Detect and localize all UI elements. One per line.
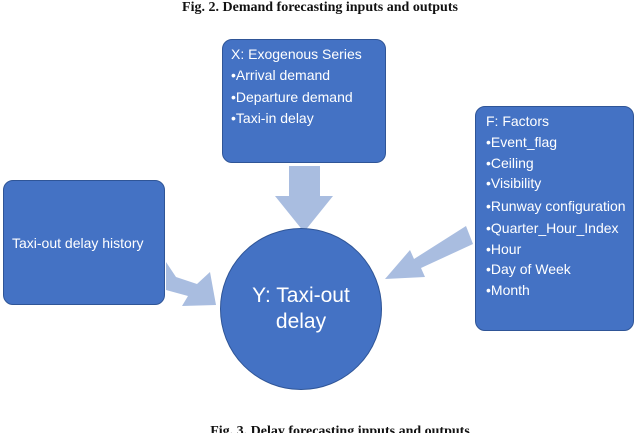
history-label: Taxi-out delay history	[12, 234, 144, 251]
factors-item: •Hour	[486, 239, 629, 260]
bullet-glyph: •	[486, 175, 491, 191]
bullet-glyph: •	[486, 281, 491, 298]
exogenous-series-box: X: Exogenous Series •Arrival demand •Dep…	[222, 39, 386, 163]
factors-item-label: Event_flag	[490, 134, 558, 150]
figure-title-bottom: Fig. 3. Delay forecasting inputs and out…	[210, 424, 470, 433]
exogenous-item: •Departure demand	[231, 87, 379, 109]
bullet-glyph: •	[231, 110, 236, 126]
factors-item-label: Hour	[490, 240, 522, 257]
factors-item: •Quarter_Hour_Index	[486, 218, 629, 239]
factors-item: •Ceiling	[486, 153, 629, 174]
bullet-glyph: •	[486, 154, 491, 171]
bullet-glyph: •	[486, 240, 491, 257]
exogenous-item-label: Taxi-in delay	[235, 110, 314, 126]
exogenous-item-label: Arrival demand	[235, 67, 331, 83]
factors-item: •Day of Week	[486, 259, 629, 280]
target-circle: Y: Taxi-out delay	[220, 228, 382, 390]
exogenous-heading: X: Exogenous Series	[231, 46, 362, 62]
factors-item-label: Ceiling	[490, 154, 534, 171]
factors-item: •Event_flag	[486, 132, 629, 153]
factors-item-label: Month	[490, 281, 530, 298]
bullet-glyph: •	[486, 261, 491, 277]
target-label: Y: Taxi-out delay	[252, 284, 350, 333]
bullet-glyph: •	[486, 197, 491, 214]
factors-item: •Runway configuration	[486, 194, 629, 219]
bullet-glyph: •	[231, 88, 236, 105]
factors-item-label: Runway configuration	[490, 197, 626, 214]
arrow-history-to-target	[166, 262, 216, 306]
factors-item-label: Visibility	[490, 175, 542, 191]
factors-item: •Month	[486, 280, 629, 301]
bullet-glyph: •	[486, 134, 491, 150]
bullet-glyph: •	[486, 220, 491, 236]
exogenous-item-label: Departure demand	[235, 88, 353, 105]
exogenous-item: •Taxi-in delay	[231, 108, 379, 130]
factors-item-label: Quarter_Hour_Index	[490, 220, 619, 236]
arrow-factors-to-target	[385, 226, 473, 279]
bullet-glyph: •	[231, 67, 236, 83]
history-box: Taxi-out delay history	[3, 180, 165, 305]
arrow-exogenous-to-target	[275, 166, 333, 232]
factors-item-label: Day of Week	[490, 261, 571, 277]
factors-item: •Visibility	[486, 173, 629, 194]
exogenous-item: •Arrival demand	[231, 65, 379, 87]
figure-title-top: Fig. 2. Demand forecasting inputs and ou…	[182, 0, 458, 15]
factors-box: F: Factors •Event_flag •Ceiling •Visibil…	[475, 106, 634, 331]
factors-heading: F: Factors	[486, 113, 550, 129]
